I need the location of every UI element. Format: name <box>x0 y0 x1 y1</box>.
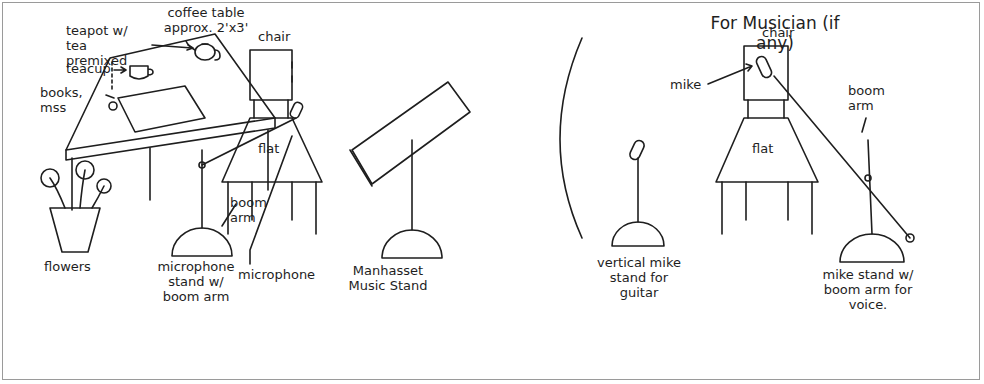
frame <box>2 2 980 380</box>
chair-back <box>250 50 292 100</box>
chair-seat <box>716 118 818 182</box>
stand-base <box>840 234 904 262</box>
chair-post <box>783 100 785 118</box>
flowers <box>41 161 111 193</box>
stand-joint <box>199 162 205 168</box>
stand-pole <box>411 140 413 230</box>
table-leg <box>149 148 151 200</box>
part-label: mike stand w/ boom arm for voice. <box>818 268 918 313</box>
table-leg <box>267 130 269 190</box>
chair-back-detail <box>291 62 293 82</box>
area-arc <box>560 38 582 238</box>
chair-seat <box>222 118 322 182</box>
part-label: Manhasset Music Stand <box>336 264 440 294</box>
boom-arm <box>202 118 296 165</box>
part-label: flowers <box>44 260 108 275</box>
part-label: flat <box>752 142 788 157</box>
chair-legs <box>228 182 316 234</box>
stand-joint <box>865 175 871 181</box>
table-leg <box>71 158 73 210</box>
microphone <box>289 101 304 119</box>
chair-post <box>253 100 255 118</box>
part-label: vertical mike stand for guitar <box>592 256 686 301</box>
part-label: teacup <box>66 62 116 77</box>
part-label: flat <box>258 142 294 157</box>
microphone <box>755 55 773 79</box>
arrow-head <box>187 45 193 50</box>
boom-arm <box>774 76 910 238</box>
part-label: microphone <box>238 268 324 283</box>
books <box>118 86 205 132</box>
chair-post <box>287 100 289 118</box>
chair-post <box>747 100 749 118</box>
leader-line <box>152 45 192 48</box>
leader-line <box>106 95 114 98</box>
boom-weight <box>906 234 914 242</box>
part-label: chair <box>762 26 806 41</box>
stand-pole <box>868 140 872 234</box>
stand-base <box>382 230 442 258</box>
part-label: boom arm <box>848 84 896 114</box>
teapot <box>195 44 215 60</box>
chair-back <box>744 46 788 100</box>
music-ledge <box>350 150 372 186</box>
microphone <box>628 139 646 161</box>
part-label: books, mss <box>40 86 106 116</box>
part-label: coffee table approx. 2'x3' <box>160 6 252 36</box>
part-label: boom arm <box>230 196 274 226</box>
stand-base <box>172 228 232 256</box>
teapot-detail <box>186 41 220 60</box>
book-corner <box>109 102 117 110</box>
music-sheet <box>352 82 470 184</box>
part-label: mike <box>670 78 710 93</box>
chair-legs <box>722 182 812 234</box>
stand-pole <box>637 158 639 222</box>
vase <box>50 208 100 252</box>
leader-line <box>114 67 126 73</box>
leader-line <box>862 118 866 132</box>
part-label: microphone stand w/ boom arm <box>150 260 242 305</box>
stand-base <box>612 222 664 246</box>
teacup <box>130 66 153 79</box>
part-label: chair <box>258 30 302 45</box>
leader-line <box>708 64 752 84</box>
